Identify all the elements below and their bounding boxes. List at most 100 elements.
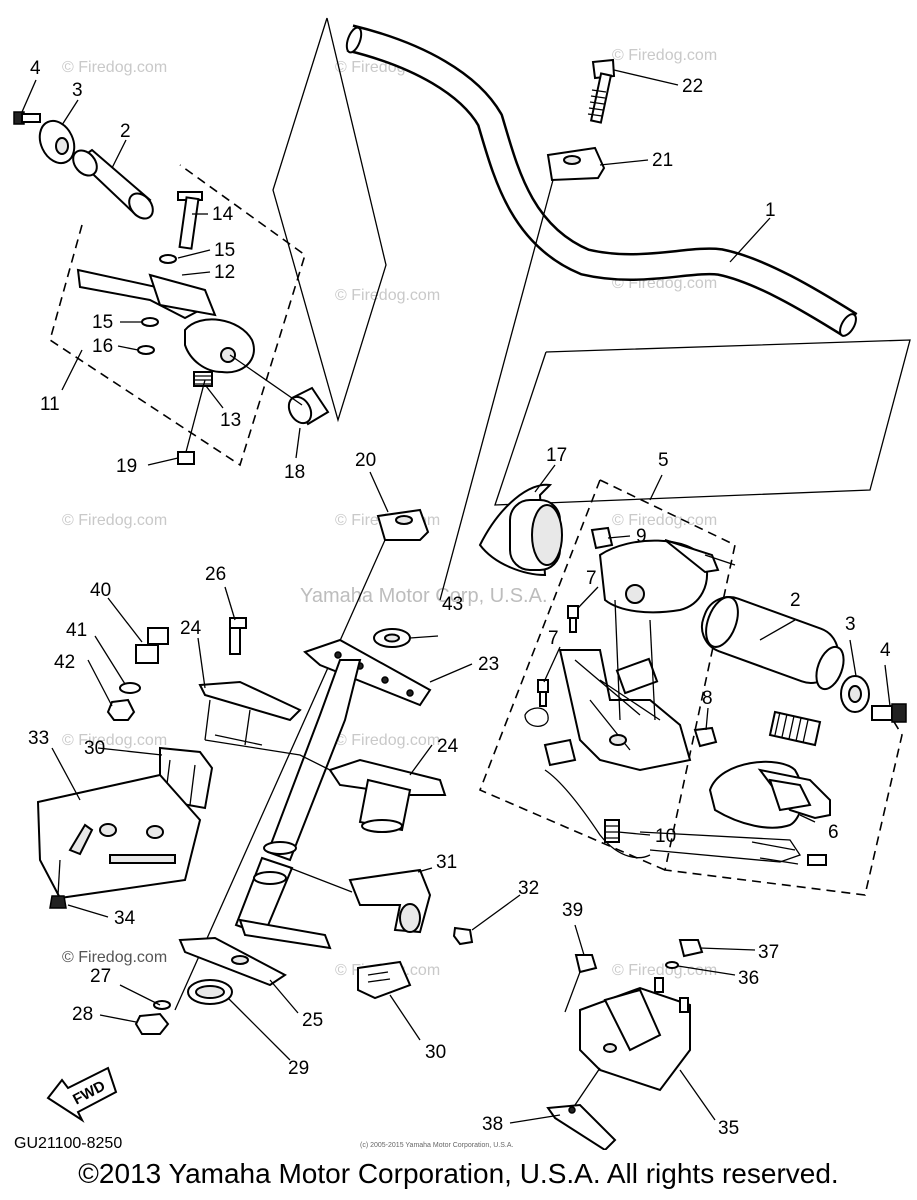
cover-6 (708, 760, 831, 829)
washer-27 (153, 1000, 171, 1010)
callout-24: 24 (180, 618, 202, 639)
callout-22: 22 (682, 76, 703, 97)
nut-39 (564, 954, 598, 1013)
callout-6: 6 (828, 822, 839, 843)
callout-42: 42 (54, 652, 75, 673)
projection-lines (272, 17, 387, 423)
callout-16: 16 (92, 336, 113, 357)
grip-end-17 (478, 483, 563, 577)
leader-line (289, 867, 353, 893)
watermark: © Firedog.com (612, 512, 717, 529)
callout-9: 9 (636, 526, 647, 547)
callout-7: 7 (586, 568, 597, 589)
callout-2: 2 (790, 590, 801, 611)
clamp-31 (348, 868, 432, 934)
callout-8: 8 (702, 688, 713, 709)
callout-numbers: 4 3 2 14 15 12 15 16 11 13 18 19 20 22 2… (28, 58, 891, 1139)
plate-25 (178, 936, 287, 987)
callout-4: 4 (880, 640, 891, 661)
center-watermark: Yamaha Motor Corp, U.S.A. (300, 585, 548, 607)
assembly-outline-5 (478, 479, 666, 871)
nut-42 (106, 698, 136, 721)
callout-39: 39 (562, 900, 583, 921)
washer-36 (665, 961, 679, 969)
collar-29 (187, 979, 233, 1005)
bolt-4-left (13, 111, 41, 125)
spring-13 (193, 371, 213, 387)
bolt-22 (587, 58, 616, 124)
bolt-19 (177, 379, 206, 465)
callout-33: 33 (28, 728, 49, 749)
pin-14 (177, 191, 203, 250)
screw-7-lower (537, 679, 549, 707)
bolt-34 (49, 859, 67, 909)
screw-7-upper (567, 605, 579, 633)
watermark: © Firedog.com (335, 732, 440, 749)
bracket-24-lower (328, 758, 447, 833)
watermark: © Firedog.com (62, 732, 167, 749)
callout-4: 4 (30, 58, 41, 79)
bolt-26 (229, 617, 247, 655)
washer-15-lower (141, 317, 159, 327)
callout-41: 41 (66, 620, 87, 641)
callout-35: 35 (718, 1118, 739, 1139)
washer-16 (137, 345, 155, 355)
callout-15: 15 (92, 312, 113, 333)
upper-holder-21 (546, 146, 606, 182)
callout-3: 3 (845, 614, 856, 635)
plate-33 (36, 773, 202, 900)
callout-36: 36 (738, 968, 759, 989)
copyright-notice: ©2013 Yamaha Motor Corporation, U.S.A. A… (78, 1158, 839, 1189)
leader-line (574, 1067, 601, 1106)
holder-20 (376, 508, 430, 541)
callout-15: 15 (214, 240, 235, 261)
callout-20: 20 (355, 450, 376, 471)
callout-3: 3 (72, 80, 83, 101)
plate-23 (303, 638, 432, 707)
callout-1: 1 (765, 200, 776, 221)
watermark: © Firedog.com (612, 962, 717, 979)
callout-7: 7 (548, 628, 559, 649)
steering-column (234, 659, 362, 950)
assembly-outline-5 (599, 479, 903, 896)
lever-12 (76, 268, 217, 320)
callout-11: 11 (40, 394, 60, 415)
callout-18: 18 (284, 462, 305, 483)
assembly-outline-11 (49, 164, 306, 467)
spacer-30-right (357, 960, 412, 1000)
leader-line (204, 739, 331, 771)
callout-23: 23 (478, 654, 499, 675)
callout-25: 25 (302, 1010, 323, 1031)
callout-28: 28 (72, 1004, 93, 1025)
weight-3-right (840, 675, 870, 713)
nut-37 (678, 939, 704, 958)
leader-line (174, 539, 386, 1011)
callout-27: 27 (90, 966, 111, 987)
exploded-view-drawing: © Firedog.com © Firedog.com © Firedog.co… (13, 17, 911, 1150)
callout-38: 38 (482, 1114, 503, 1135)
callout-19: 19 (116, 456, 137, 477)
projection-lines (494, 339, 911, 506)
nut-8 (693, 726, 718, 748)
callout-43: 43 (442, 594, 463, 615)
grip-2-right (700, 596, 845, 691)
leader-line (229, 354, 303, 406)
callout-17: 17 (546, 445, 567, 466)
switch-housing (598, 539, 736, 614)
watermark: © Firedog.com (62, 512, 167, 529)
callout-34: 34 (114, 908, 136, 929)
drawing-code: GU21100-8250 (14, 1135, 122, 1150)
bracket-38 (546, 1103, 617, 1150)
switch-wire (524, 707, 827, 866)
callout-37: 37 (758, 942, 779, 963)
callout-30: 30 (425, 1042, 446, 1063)
washer-43 (373, 628, 411, 648)
watermark: © Firedog.com (612, 47, 717, 64)
callout-31: 31 (436, 852, 457, 873)
callout-2: 2 (120, 121, 131, 142)
callout-40: 40 (90, 580, 111, 601)
fwd-arrow: FWD (46, 1066, 118, 1123)
screw-9 (590, 526, 614, 550)
callout-21: 21 (652, 150, 673, 171)
